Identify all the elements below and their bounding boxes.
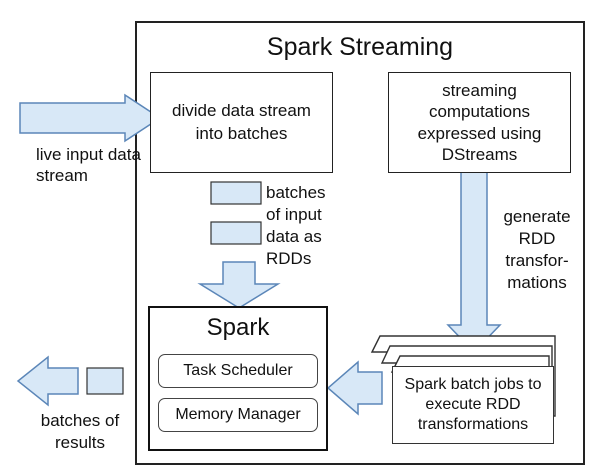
divide-data-label: divide data stream into batches [172,101,311,143]
output-results-arrow [16,355,79,407]
spark-streaming-title: Spark Streaming [266,33,454,61]
streaming-computations-box: streaming computations expressed using D… [388,72,571,173]
input-batch-rect-1 [210,181,262,205]
input-batch-rect-2 [210,221,262,245]
batch-jobs-label: Spark batch jobs to execute RDD transfor… [404,376,542,433]
memory-manager-box: Memory Manager [158,398,318,432]
task-scheduler-box: Task Scheduler [158,354,318,388]
batches-results-label: batches of results [40,411,120,453]
spark-box: Spark Task Scheduler Memory Manager [148,306,328,451]
output-batch-rect [86,367,124,395]
live-input-label: live input data stream [36,145,141,186]
divide-data-box: divide data stream into batches [150,72,333,173]
live-input-arrow [19,93,162,143]
spark-title: Spark [206,314,270,341]
batches-input-label: batches of input data as RDDs [266,183,326,269]
jobs-to-spark-arrow [326,360,383,416]
spark-streaming-frame [135,21,585,465]
streaming-computations-label: streaming computations expressed using D… [417,81,542,164]
batch-jobs-card: Spark batch jobs to execute RDD transfor… [392,366,554,444]
batches-down-arrow [197,261,281,309]
generate-rdd-label: generate RDD transfor-mations [503,207,571,293]
